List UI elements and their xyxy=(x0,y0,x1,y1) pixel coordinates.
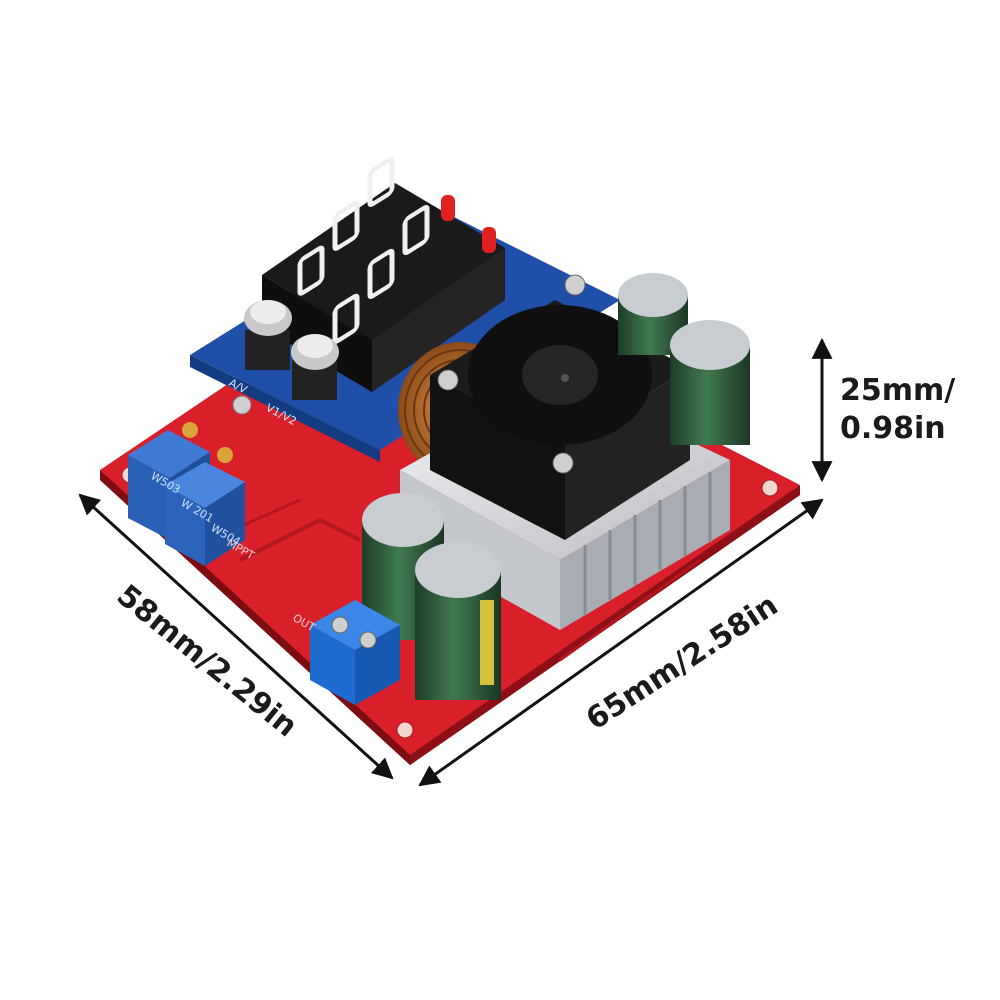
height-dimension-label: 25mm/ 0.98in xyxy=(840,372,955,448)
height-dimension-line2: 0.98in xyxy=(840,411,946,446)
height-dimension-line1: 25mm/ xyxy=(840,373,956,408)
depth-dimension-arrow xyxy=(78,493,394,780)
push-buttons[interactable] xyxy=(232,300,339,415)
width-dimension-arrow xyxy=(418,498,824,787)
indicator-leds xyxy=(441,195,496,253)
seven-segment-display xyxy=(262,156,505,392)
